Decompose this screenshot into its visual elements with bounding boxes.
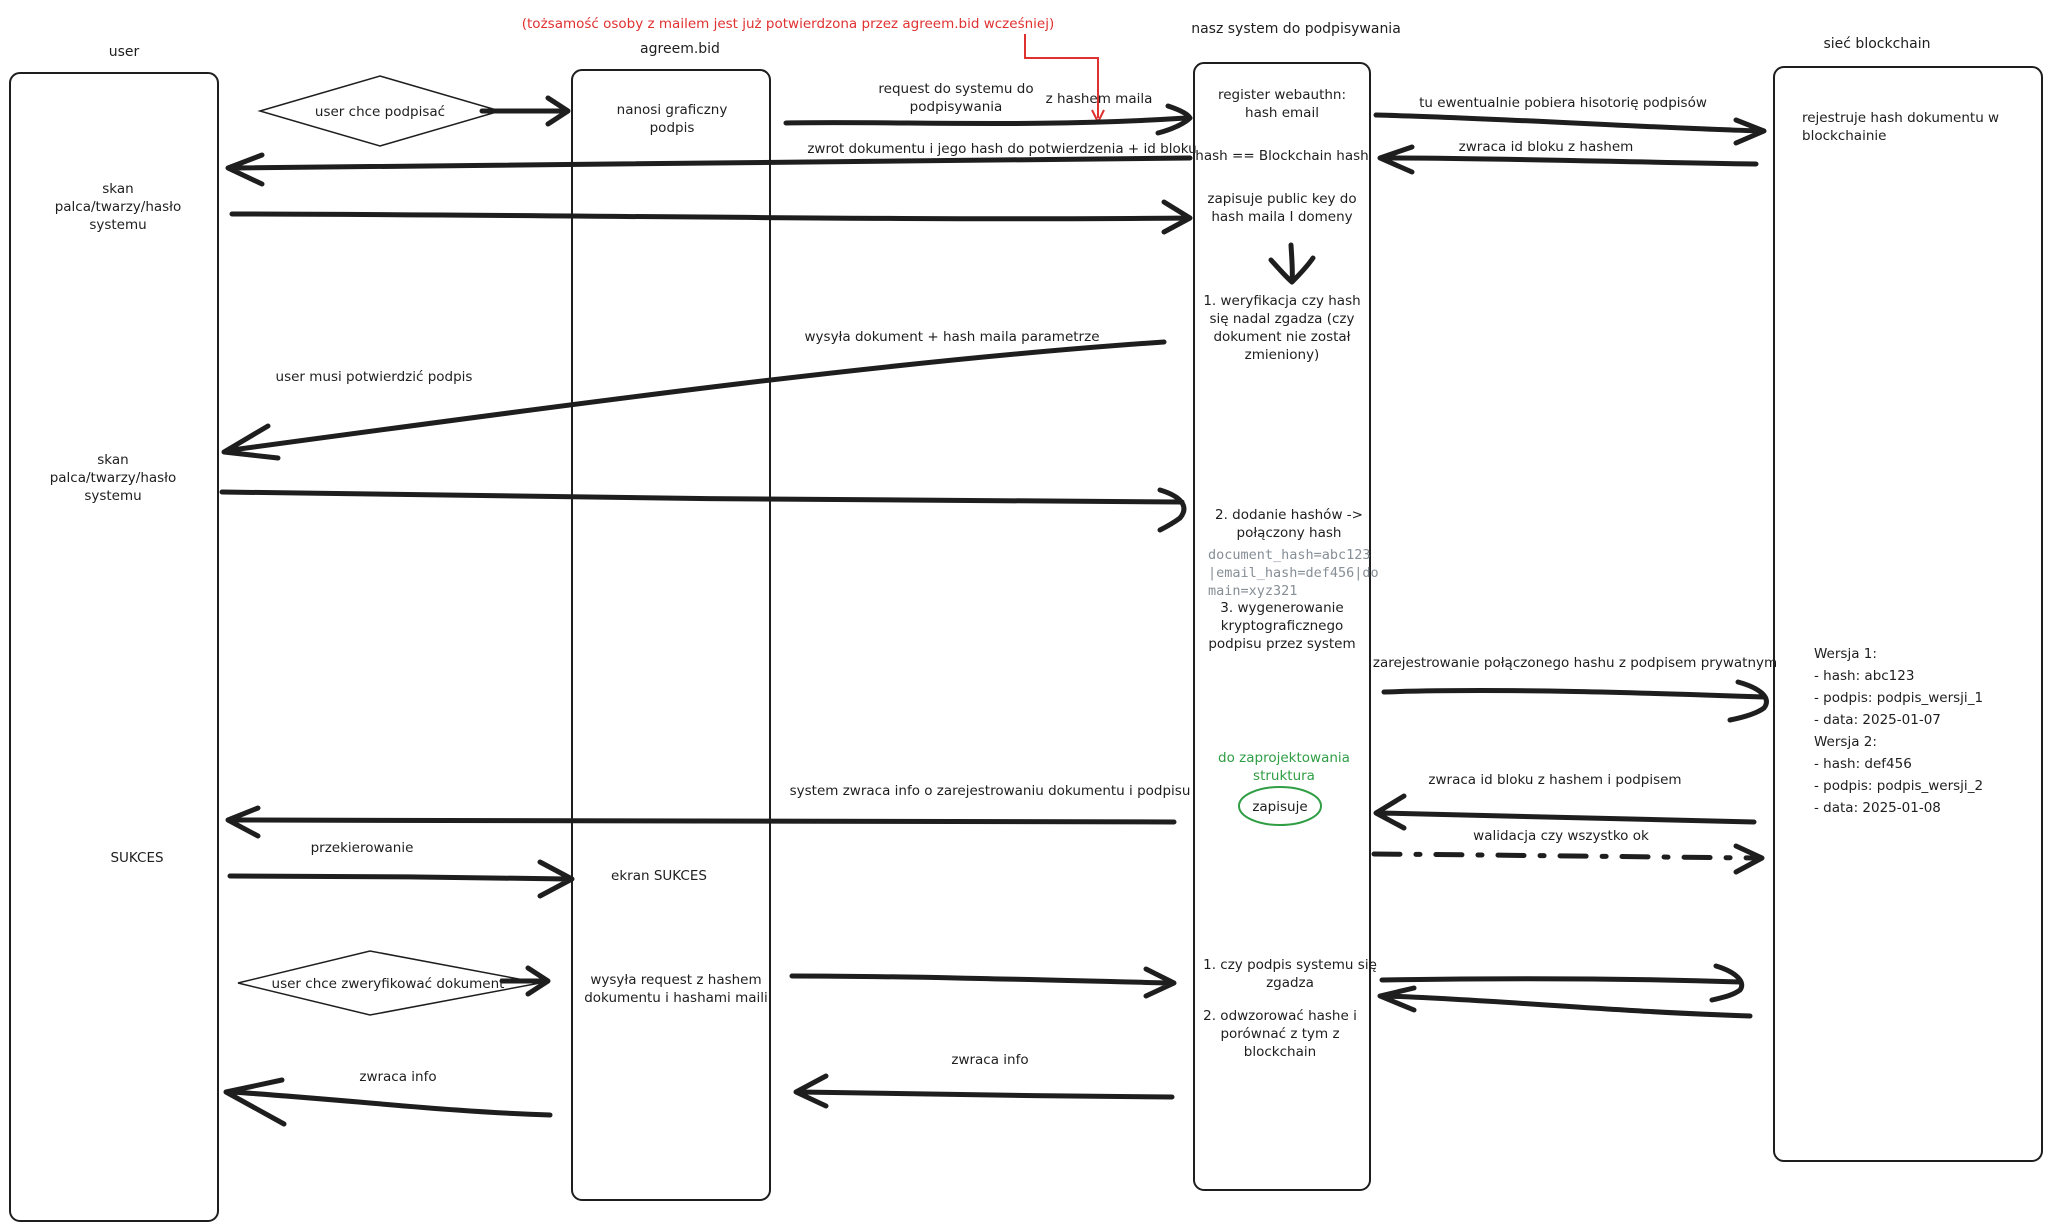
arrow-history-label: tu ewentualnie pobiera hisotorię podpisó… [1419, 95, 1707, 111]
arrow-sends-doc-label: wysyła dokument + hash maila parametrze [805, 329, 1100, 345]
arrow-scan2 [219, 487, 1187, 533]
sends-request-line2: dokumentu i hashami maili [584, 990, 768, 1006]
lane-blockchain [1773, 66, 2043, 1162]
arrow-validate-all-head [1733, 843, 1765, 875]
verify-line1: 1. czy podpis systemu się [1203, 957, 1377, 973]
lane-header-blockchain: sieć blockchain [1823, 36, 1930, 52]
arrow-system-returns-label: system zwraca info o zarejestrowaniu dok… [790, 783, 1191, 799]
saves-public-key-line2: hash maila I domeny [1211, 209, 1352, 225]
map-hashes-line3: blockchain [1244, 1044, 1316, 1060]
user-wants-sign: user chce podpisać [315, 104, 445, 120]
verify-line2: zgadza [1266, 975, 1314, 991]
arrow-return-doc [225, 152, 1193, 187]
version-line-5: Wersja 2: [1814, 734, 1877, 750]
arrow-block-id [1377, 144, 1759, 175]
version-line-2: - hash: abc123 [1814, 668, 1914, 684]
success-screen: ekran SUKCES [611, 868, 707, 884]
step1-line2: się nadal zgadza (czy [1209, 311, 1354, 327]
step1-line1: 1. weryfikacja czy hash [1203, 293, 1360, 309]
step2-line2: połączony hash [1237, 525, 1342, 541]
arrow-register-combined [1381, 679, 1769, 723]
scan1-line2: palca/twarzy/hasło [55, 199, 182, 215]
with-email-hash-note: z hashem maila [1046, 91, 1153, 107]
arrow-validate-all [1371, 851, 1759, 861]
register-webauthn-line2: hash email [1245, 105, 1319, 121]
version-line-4: - data: 2025-01-07 [1814, 712, 1941, 728]
arrow-block-id-label: zwraca id bloku z hashem [1459, 139, 1634, 155]
step2-line1: 2. dodanie hashów -> [1215, 507, 1363, 523]
arrow-wants-verify [499, 965, 551, 997]
arrow-sends-doc [221, 339, 1167, 461]
arrow-wants-sign [479, 95, 571, 127]
scan1-line3: systemu [89, 217, 146, 233]
step1-line4: zmieniony) [1245, 347, 1320, 363]
identity-note-connector [1024, 34, 1099, 118]
registers-line1: rejestruje hash dokumentu w [1802, 110, 1999, 126]
step3-line2: kryptograficznego [1221, 618, 1344, 634]
saves-ellipse [1238, 786, 1322, 826]
arrow-request-line2: podpisywania [910, 99, 1003, 115]
arrow-verify-to-blockchain [1379, 963, 1745, 1003]
arrow-returns-info-1-label: zwraca info [951, 1052, 1028, 1068]
to-design-line2: struktura [1253, 768, 1315, 784]
version-line-8: - data: 2025-01-08 [1814, 800, 1941, 816]
arrow-returns-info-2 [223, 1077, 553, 1127]
scan1-line1: skan [102, 181, 133, 197]
combined-hash-line2: |email_hash=def456|do [1208, 565, 1379, 581]
combined-hash-line1: document_hash=abc123 [1208, 547, 1371, 563]
version-line-1: Wersja 1: [1814, 646, 1877, 662]
arrow-return-doc-label: zwrot dokumentu i jego hash do potwierdz… [807, 141, 1196, 157]
arrow-register-combined-label: zarejestrowanie połączonego hashu z podp… [1373, 655, 1777, 671]
combined-hash-line3: main=xyz321 [1208, 583, 1297, 599]
scan2-line2: palca/twarzy/hasło [50, 470, 177, 486]
scan2-line3: systemu [84, 488, 141, 504]
identity-note: (tożsamość osoby z mailem jest już potwi… [522, 16, 1055, 32]
step1-line3: dokument nie został [1213, 329, 1350, 345]
arrow-returns-info-2-label: zwraca info [359, 1069, 436, 1085]
saves-public-key-line1: zapisuje public key do [1207, 191, 1356, 207]
map-hashes-line1: 2. odwzorować hashe i [1203, 1008, 1357, 1024]
arrow-system-returns [225, 805, 1177, 839]
lane-header-user: user [109, 44, 140, 60]
lane-header-agreem: agreem.bid [640, 41, 720, 57]
scan2-line1: skan [97, 452, 128, 468]
lane-agreem [571, 69, 771, 1201]
map-hashes-line2: porównać z tym z [1220, 1026, 1339, 1042]
draws-signature-line2: podpis [650, 120, 695, 136]
registers-line2: blockchainie [1802, 128, 1886, 144]
register-webauthn-line1: register webauthn: [1218, 87, 1346, 103]
arrow-history [1373, 112, 1767, 146]
arrow-redirect [227, 859, 575, 899]
draws-signature-line1: nanosi graficzny [617, 102, 728, 118]
version-line-7: - podpis: podpis_wersji_2 [1814, 778, 1983, 794]
step3-line3: podpisu przez system [1208, 636, 1355, 652]
arrow-validate-all-label: walidacja czy wszystko ok [1473, 828, 1649, 844]
arrow-request [783, 103, 1193, 136]
down-arrow [1268, 242, 1316, 285]
arrow-redirect-label: przekierowanie [311, 840, 414, 856]
arrow-must-confirm-label: user musi potwierdzić podpis [276, 369, 473, 385]
arrow-block-id-sig-label: zwraca id bloku z hashem i podpisem [1428, 772, 1681, 788]
arrow-scan1 [229, 199, 1193, 235]
saves-label: zapisuje [1252, 799, 1307, 815]
arrow-block-id-sig [1373, 793, 1757, 831]
lane-user [9, 72, 219, 1222]
version-line-6: - hash: def456 [1814, 756, 1912, 772]
arrow-verify-request [789, 966, 1177, 999]
arrow-blockchain-return [1377, 985, 1753, 1019]
lane-system [1193, 62, 1371, 1191]
step3-line1: 3. wygenerowanie [1220, 600, 1343, 616]
user-wants-verify: user chce zweryfikować dokument [272, 976, 505, 992]
arrow-request-line1: request do systemu do [878, 81, 1033, 97]
hash-check: hash == Blockchain hash [1195, 148, 1368, 164]
success-label: SUKCES [110, 850, 163, 866]
arrow-returns-info-1 [793, 1073, 1175, 1109]
sends-request-line1: wysyła request z hashem [590, 972, 761, 988]
to-design-line1: do zaprojektowania [1218, 750, 1350, 766]
lane-header-system: nasz system do podpisywania [1191, 21, 1401, 37]
version-line-3: - podpis: podpis_wersji_1 [1814, 690, 1983, 706]
